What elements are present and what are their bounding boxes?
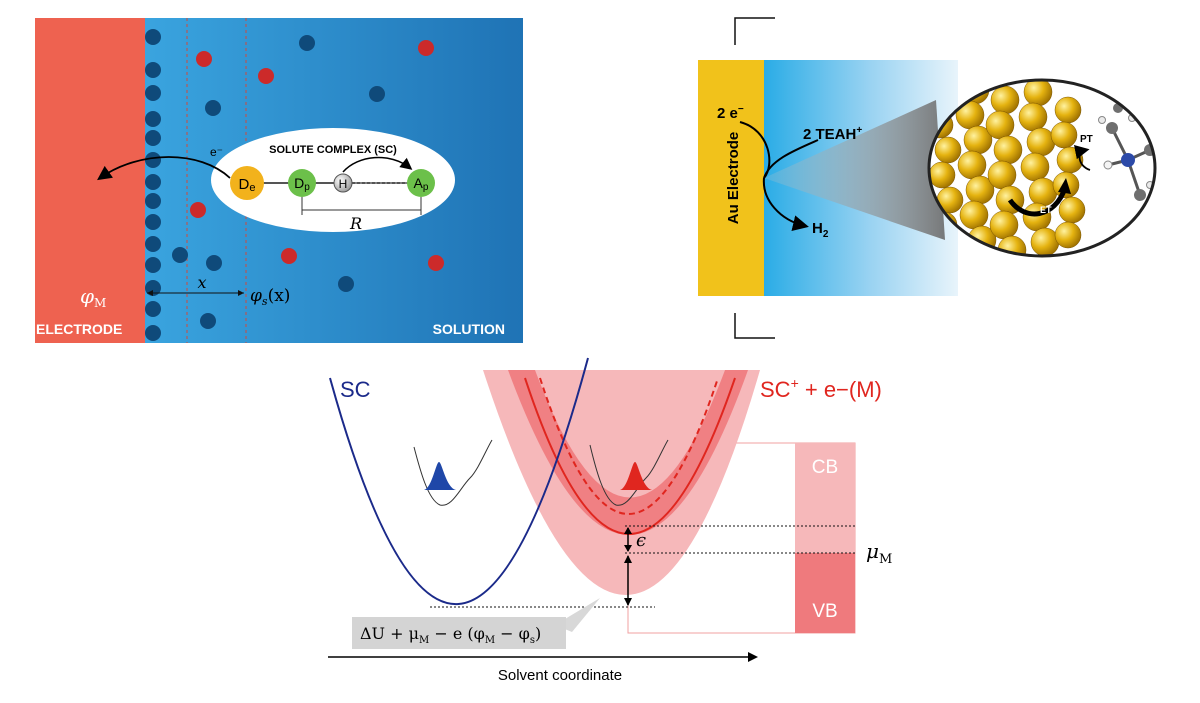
x-arrow-right	[238, 290, 244, 296]
broadened-band-top	[535, 370, 725, 498]
scplus-dashed-curve	[539, 377, 719, 515]
donor-dp-label: Dp	[294, 175, 310, 193]
solvent-axis-label: Solvent coordinate	[498, 667, 622, 684]
cell-bracket-top	[734, 17, 775, 45]
x-label: x	[197, 273, 206, 292]
et-arrow	[1007, 187, 1068, 217]
proton-transfer-arrow	[342, 156, 413, 173]
equation-callout-pointer	[555, 598, 600, 632]
equation-text: ΔU + μM − e (φM − φs)	[360, 624, 541, 646]
zoom-inset-border	[927, 78, 1157, 258]
au-electrode-label: Au Electrode	[725, 132, 742, 225]
electron-label: e⁻	[210, 145, 223, 159]
hydrogen-node	[333, 173, 353, 193]
et-label: ET	[1040, 205, 1052, 215]
vb-label: VB	[812, 601, 837, 622]
counter-ions	[190, 40, 444, 271]
acceptor-ap-label: Ap	[414, 175, 429, 193]
panel-a-electrode-interface: SOLUTE COMPLEX (SC) De Dp H Ap R e⁻ x φs…	[35, 18, 523, 343]
equation-box	[352, 617, 566, 649]
panel-c-energy-diagram: CB VB ϵ μM SC	[328, 357, 892, 684]
donor-de-node	[230, 166, 264, 200]
solution-label: SOLUTION	[433, 321, 505, 337]
hydrogen-label: H	[339, 177, 348, 191]
phi-s-label: φs(x)	[250, 286, 290, 308]
teah-label: 2 TEAH+	[803, 125, 862, 143]
magnification-cone	[764, 100, 945, 240]
valence-band	[795, 553, 855, 633]
pt-arrow	[1073, 145, 1091, 171]
scplus-curve-label: SC+ + e−(M)	[760, 375, 882, 402]
electrode-region	[35, 18, 147, 343]
donor-de-label: De	[239, 176, 256, 194]
solute-complex-ellipse	[211, 128, 455, 232]
proton-path-arrow	[763, 139, 819, 179]
epsilon-arrow-heads	[624, 527, 632, 552]
mu-m-label: μM	[866, 539, 892, 567]
electron-transfer-arrow	[97, 156, 231, 181]
et-arrow-head	[1058, 178, 1071, 194]
solute-complex-title: SOLUTE COMPLEX (SC)	[269, 144, 397, 156]
h2-label: H2	[812, 220, 829, 240]
sc-curve	[329, 357, 589, 605]
sc-wavepacket-inset	[413, 439, 493, 506]
conduction-band	[795, 443, 855, 553]
x-arrow-left	[147, 290, 153, 296]
phi-m-label: φM	[80, 284, 106, 310]
adsorbed-ion-layer	[145, 29, 161, 341]
gold-electrode	[698, 60, 764, 296]
cb-label: CB	[812, 457, 838, 478]
solvent-axis-arrowhead	[748, 652, 758, 662]
solvated-ions	[172, 35, 385, 329]
donor-dp-node	[288, 169, 316, 197]
r-label: R	[349, 214, 362, 233]
sc-curve-label: SC	[340, 377, 371, 402]
electrons-label: 2 e−	[717, 104, 744, 122]
electrode-label: ELECTRODE	[36, 321, 122, 337]
scplus-wavepacket-inset	[589, 439, 669, 506]
pt-label: PT	[1080, 134, 1093, 145]
h2-product-arrow	[762, 177, 809, 231]
panel-b-au-electrode: Au Electrode 2 e− 2 TEAH+ H2	[698, 17, 1157, 339]
cell-bracket-bottom	[734, 313, 775, 339]
acceptor-ap-node	[407, 169, 435, 197]
epsilon-label: ϵ	[636, 530, 646, 551]
